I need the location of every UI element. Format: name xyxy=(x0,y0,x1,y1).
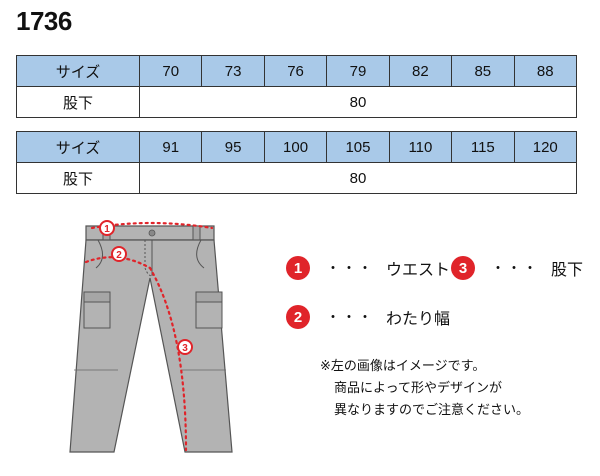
size-header-label: サイズ xyxy=(16,55,140,87)
legend-label: わたり幅 xyxy=(386,309,451,328)
marker-1: 1 xyxy=(99,220,115,236)
size-cell: 95 xyxy=(201,131,265,163)
size-table-2: サイズ 91 95 100 105 110 115 120 股下 80 xyxy=(16,131,578,194)
inseam-measure-line xyxy=(148,266,188,452)
marker-1-label: 1 xyxy=(104,224,110,235)
size-header-label: サイズ xyxy=(16,131,140,163)
size-table-1: サイズ 70 73 76 79 82 85 88 股下 80 xyxy=(16,55,578,118)
size-cell: 70 xyxy=(138,55,203,87)
legend-number: 1 xyxy=(286,256,310,280)
marker-3: 3 xyxy=(177,339,193,355)
inseam-value: 80 xyxy=(139,162,577,194)
size-cell: 91 xyxy=(138,131,203,163)
note-line: 商品によって形やデザインが xyxy=(334,381,502,396)
legend-thigh-width: 2 ・・・ わたり幅 xyxy=(286,305,450,329)
marker-3-label: 3 xyxy=(182,343,188,354)
legend-inseam: 3 ・・・ 股下 xyxy=(451,256,583,280)
note-line: ※左の画像はイメージです。 xyxy=(320,359,486,374)
size-cell: 115 xyxy=(451,131,515,163)
inseam-row: 股下 80 xyxy=(16,162,577,194)
legend-number: 3 xyxy=(451,256,475,280)
legend-label: ウエスト xyxy=(386,260,451,279)
size-cell: 76 xyxy=(263,55,328,87)
size-cell: 82 xyxy=(388,55,453,87)
note-line: 異なりますのでご注意ください。 xyxy=(334,403,530,418)
size-cell: 110 xyxy=(388,131,453,163)
inseam-label: 股下 xyxy=(16,86,140,118)
product-code: 1736 xyxy=(16,6,72,36)
size-cell: 120 xyxy=(513,131,578,163)
inseam-row: 股下 80 xyxy=(16,86,577,118)
size-header-row: サイズ 91 95 100 105 110 115 120 xyxy=(16,131,578,163)
size-header-row: サイズ 70 73 76 79 82 85 88 xyxy=(16,55,578,87)
pants-shape xyxy=(69,225,233,453)
size-cell: 88 xyxy=(513,55,578,87)
size-cell: 85 xyxy=(451,55,515,87)
marker-2: 2 xyxy=(111,246,127,262)
legend-dots: ・・・ xyxy=(326,261,374,277)
legend-waist: 1 ・・・ ウエスト xyxy=(286,256,450,280)
inseam-value: 80 xyxy=(139,86,577,118)
image-note: ※左の画像はイメージです。 商品によって形やデザインが 異なりますのでご注意くだ… xyxy=(320,356,529,422)
legend-number: 2 xyxy=(286,305,310,329)
marker-2-label: 2 xyxy=(116,250,122,261)
legend-dots: ・・・ xyxy=(326,310,374,326)
size-cell: 79 xyxy=(326,55,390,87)
inseam-label: 股下 xyxy=(16,162,140,194)
legend-label: 股下 xyxy=(551,260,584,279)
legend-dots: ・・・ xyxy=(491,261,539,277)
